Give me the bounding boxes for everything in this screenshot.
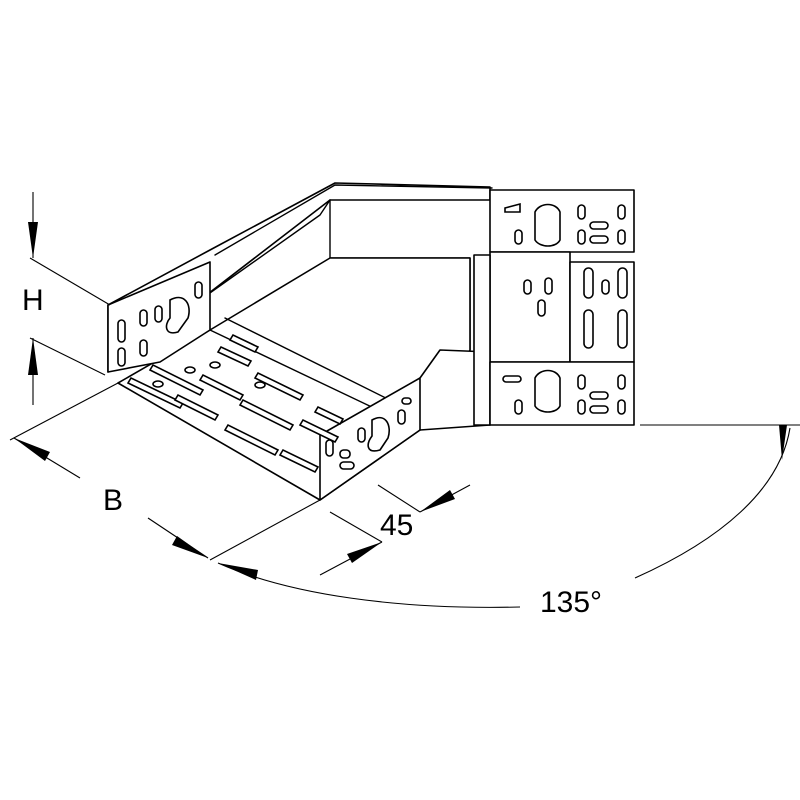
offset-label: 45 (380, 509, 413, 542)
offset-arrow-top (420, 490, 455, 512)
width-label: B (103, 484, 123, 517)
right-lower-holes (502, 369, 626, 415)
offset-arrow-bottom (347, 542, 382, 563)
angle-arrow-left (218, 563, 258, 580)
floor-slots (126, 333, 345, 474)
angle-label: 135° (540, 586, 602, 619)
height-label: H (22, 284, 44, 317)
right-upper-connector-plate (489, 189, 635, 253)
b-arrow-left (14, 438, 50, 461)
right-upper-plate-holes (504, 202, 626, 247)
h-arrow-top (28, 222, 38, 258)
dimension-135: 135° (217, 424, 800, 619)
bend-post (473, 254, 491, 426)
angle-arc-left (217, 562, 521, 608)
angle-arrow-right (779, 425, 787, 460)
near-wall-holes (325, 397, 412, 470)
b-arrow-right (172, 536, 208, 558)
angle-arc-right (634, 427, 791, 579)
right-middle-holes (523, 267, 628, 349)
dimension-45: 45 (319, 484, 471, 576)
dimension-h: H (22, 192, 111, 405)
far-wall-top-edge (214, 184, 493, 256)
h-arrow-bottom (28, 338, 38, 375)
right-lower-connector-plate (489, 361, 635, 426)
left-plate-holes (117, 281, 203, 367)
far-wall-lower-edge (199, 199, 331, 301)
right-middle-wall (489, 251, 571, 363)
dimension-b: B (9, 382, 321, 561)
cable-tray-bend (107, 182, 635, 501)
